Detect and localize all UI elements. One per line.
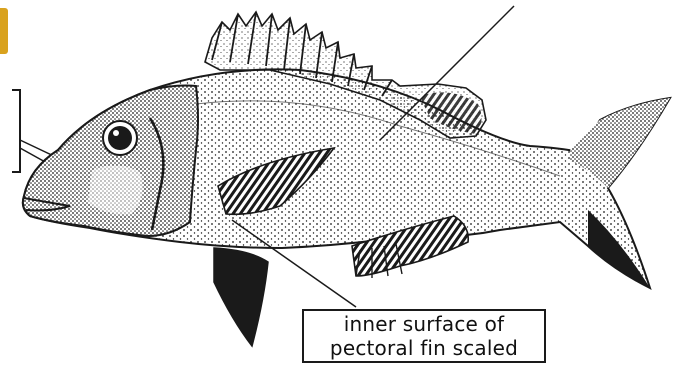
corner-swatch (0, 8, 8, 54)
fish-head (23, 86, 198, 237)
pelvic-fin (214, 248, 268, 346)
callout-line-1: inner surface of (344, 312, 505, 336)
pectoral-fin-callout: inner surface of pectoral fin scaled (302, 309, 546, 363)
callout-line-2: pectoral fin scaled (330, 336, 518, 360)
fish-pupil (108, 126, 132, 150)
cheek-highlight (88, 165, 143, 214)
left-bracket (12, 90, 20, 172)
